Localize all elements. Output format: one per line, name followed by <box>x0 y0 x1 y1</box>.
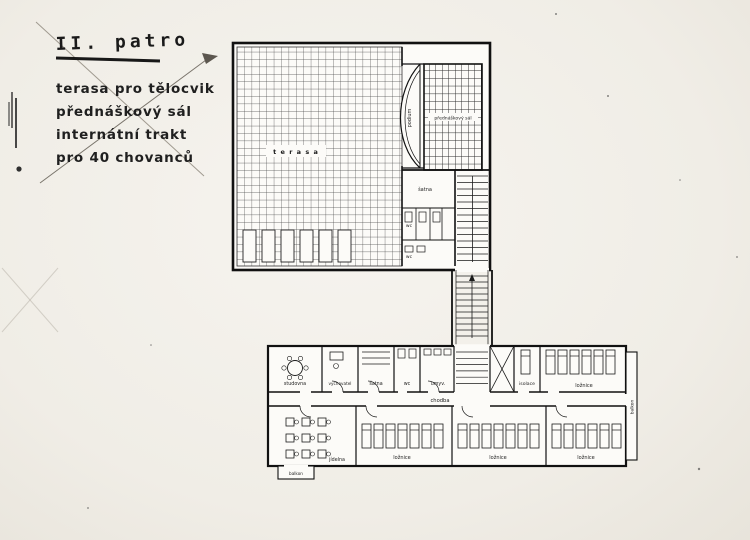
stair-connector <box>451 270 493 346</box>
wc-upper-label-2: wc <box>406 255 413 260</box>
terrace-planters <box>242 229 352 263</box>
shaft-cross <box>489 345 515 393</box>
door-gaps <box>300 390 567 408</box>
hall-label: přednáškový sál <box>434 115 471 122</box>
door-arcs <box>299 380 568 418</box>
vychovatel-label: vychovatel <box>329 381 352 386</box>
dormitory-wing <box>266 344 638 480</box>
loznice-2-label: ložnice <box>489 454 506 461</box>
terasa-label: t e r a s a <box>273 148 319 156</box>
hall-label-bg <box>428 113 478 121</box>
wc-label: wc <box>404 382 411 387</box>
margin-dot <box>16 166 22 172</box>
isolace-label: isolace <box>519 381 535 387</box>
loznice-3-label: ložnice <box>577 454 594 461</box>
podium-label: podium <box>407 108 413 127</box>
studovna-label: studovna <box>284 381 306 387</box>
balkon-left-label: balkon <box>289 471 303 476</box>
legend-line-3: internátní trakt <box>56 127 188 143</box>
upper-staircase <box>457 175 488 262</box>
legend-lines: terasa pro tělocvik přednáškový sál inte… <box>56 78 256 170</box>
margin-pen-strokes <box>8 92 17 148</box>
paper-specks <box>87 13 738 509</box>
stair-direction-arrow-icon <box>469 274 475 281</box>
wing-entry-stair <box>456 351 488 384</box>
legend-line-4: pro 40 chovanců <box>56 150 194 166</box>
loznice-1-label: ložnice <box>393 454 410 461</box>
terasa-label-bg <box>266 145 326 157</box>
legend: II. patro terasa pro tělocvik přednáškov… <box>55 29 256 170</box>
isolation-bed <box>520 349 531 375</box>
study-desks <box>285 417 331 459</box>
chodba-label: chodba <box>430 398 449 404</box>
title-underline <box>55 56 161 63</box>
satna-label: šatna <box>369 380 382 387</box>
cloakroom-benches <box>362 351 390 365</box>
legend-line-1: terasa pro tělocvik <box>56 81 215 97</box>
wc-upper-label: wc <box>406 224 413 229</box>
scan-cross-lines <box>1 21 207 333</box>
tutor-desk <box>329 351 344 369</box>
loznice-top-label: ložnice <box>575 382 592 389</box>
arrow-to-plan-icon <box>202 53 218 64</box>
wc-umyv-fixtures <box>397 348 452 359</box>
top-row-partitions <box>321 346 541 392</box>
upper-block <box>231 41 492 272</box>
legend-line-2: přednáškový sál <box>56 104 192 120</box>
balkon-right-label: balkon <box>630 400 636 415</box>
beds-dorm-1 <box>361 423 444 449</box>
bottom-row-partitions <box>355 406 547 466</box>
wc-fixtures <box>404 211 441 253</box>
cloakroom-upper-label: šatna <box>418 186 432 193</box>
umyvarna-label: umyv. <box>431 382 446 387</box>
beds-dorm-2 <box>457 423 540 449</box>
jidelna-label: jídelna <box>328 456 345 463</box>
